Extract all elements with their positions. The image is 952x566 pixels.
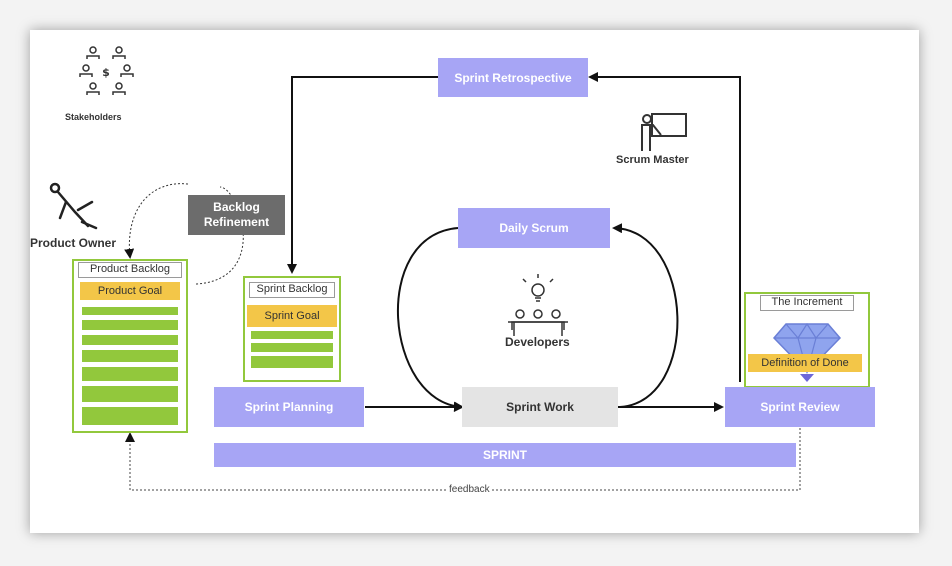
increment-frame: The Increment Definition of Done xyxy=(744,292,870,388)
developers-icon xyxy=(508,274,568,336)
increment-title: The Increment xyxy=(760,295,854,311)
diamond-icon xyxy=(772,322,842,382)
sprint-backlog-frame: Sprint Backlog Sprint Goal xyxy=(243,276,341,382)
product-backlog-item xyxy=(82,367,178,381)
backlog-refinement-box: Backlog Refinement xyxy=(188,195,285,235)
developers-label: Developers xyxy=(505,335,570,349)
sprint-backlog-title: Sprint Backlog xyxy=(249,282,335,298)
daily-scrum-box: Daily Scrum xyxy=(458,208,610,248)
sprint-review-box: Sprint Review xyxy=(725,387,875,427)
product-backlog-item xyxy=(82,407,178,425)
product-backlog-item xyxy=(82,386,178,402)
product-backlog-item xyxy=(82,307,178,315)
definition-of-done-item: Definition of Done xyxy=(748,354,862,372)
sprint-backlog-item xyxy=(251,343,333,352)
feedback-label: feedback xyxy=(447,484,492,495)
sprint-work-box: Sprint Work xyxy=(462,387,618,427)
product-backlog-item xyxy=(82,320,178,330)
sprint-retrospective-box: Sprint Retrospective xyxy=(438,58,588,97)
diagram-canvas: $ Stakeholders Product Owner Scrum Maste… xyxy=(30,30,919,533)
scrum-master-icon xyxy=(641,113,687,151)
scrum-master-label: Scrum Master xyxy=(616,154,689,166)
stakeholders-icon: $ xyxy=(79,46,134,95)
stakeholders-label: Stakeholders xyxy=(65,112,122,122)
product-backlog-title: Product Backlog xyxy=(78,262,182,278)
product-backlog-item xyxy=(82,335,178,345)
sprint-goal-item: Sprint Goal xyxy=(247,305,337,327)
sprint-bar: SPRINT xyxy=(214,443,796,467)
product-owner-label: Product Owner xyxy=(30,236,117,250)
product-goal-item: Product Goal xyxy=(80,282,180,300)
sprint-backlog-item xyxy=(251,356,333,368)
product-owner-icon xyxy=(49,182,98,230)
svg-text:$: $ xyxy=(102,66,110,79)
sprint-planning-box: Sprint Planning xyxy=(214,387,364,427)
product-backlog-item xyxy=(82,350,178,362)
connectors xyxy=(124,72,801,491)
sprint-backlog-item xyxy=(251,331,333,339)
product-backlog-frame: Product Backlog Product Goal xyxy=(72,259,188,433)
